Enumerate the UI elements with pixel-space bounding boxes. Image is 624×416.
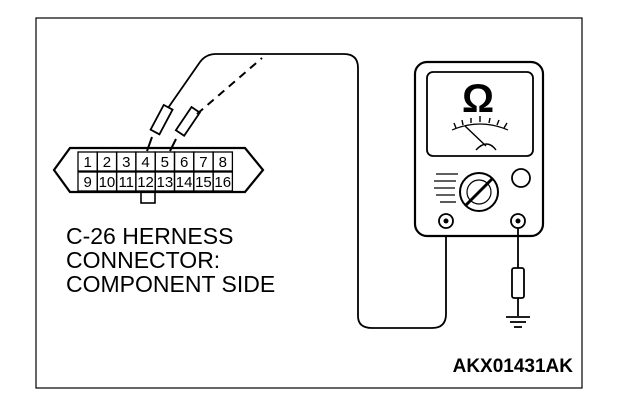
connector-pin-bottom-16: 16 [214, 174, 231, 191]
range-selector-scale [434, 173, 458, 203]
connector-pin-bottom-13: 13 [157, 174, 174, 191]
ground-symbol-icon [506, 316, 530, 328]
connector-pin-top-2: 2 [103, 154, 111, 171]
connector-caption-line-1: C-26 HERNESS [66, 223, 233, 249]
connector-latch [140, 191, 156, 204]
connector-pin-bottom-cell-16 [212, 171, 234, 192]
connector-pin-bottom-14: 14 [176, 174, 193, 191]
connector-pin-top-cell-8 [212, 151, 234, 172]
connector-pin-top-3: 3 [122, 154, 130, 171]
connector-pin-bottom-15: 15 [195, 174, 212, 191]
connector-pin-bottom-10: 10 [99, 174, 116, 191]
range-selector-inner [466, 179, 492, 205]
lead-wire-dashed [196, 57, 263, 115]
ground-lead [506, 228, 530, 328]
terminal-right-center [515, 218, 521, 224]
probe-solid-tip [146, 136, 153, 152]
probe-solid-body [149, 103, 174, 136]
connector-pin-bottom-12: 12 [137, 174, 154, 191]
probe-solid [146, 103, 174, 152]
meter-scale-ticks [453, 116, 508, 129]
probe-dashed-body [174, 105, 202, 138]
meter-needle-pivot [475, 143, 497, 151]
connector-pin-top-1: 1 [83, 154, 91, 171]
connector-pin-top-6: 6 [180, 154, 188, 171]
range-selector-pointer [464, 176, 495, 207]
range-selector [434, 172, 499, 212]
probe-dashed [169, 105, 202, 152]
connector-housing [52, 146, 265, 194]
zero-adjust-knob [511, 168, 531, 188]
meter-needle [464, 125, 487, 147]
connector-pin-bottom-11: 11 [118, 174, 134, 191]
terminal-left-center [443, 218, 449, 224]
connector-pin-top-5: 5 [161, 154, 169, 171]
probe-dashed-tip [169, 138, 177, 152]
ohm-symbol: Ω [462, 77, 494, 121]
figure-frame [35, 17, 583, 389]
connector-caption-line-2: CONNECTOR: [66, 247, 220, 273]
connector-pin-top-7: 7 [199, 154, 207, 171]
lead-wire-solid [167, 53, 447, 329]
connector-caption-line-3: COMPONENT SIDE [66, 271, 275, 297]
connector-pin-top-4: 4 [141, 154, 149, 171]
meter-scale-arc [451, 123, 509, 131]
connector-pin-top-8: 8 [219, 154, 227, 171]
connector-pin-bottom-9: 9 [83, 174, 91, 191]
meter-display [426, 71, 534, 157]
figure-code: AKX01431AK [453, 356, 574, 377]
ohmmeter: Ω [413, 60, 545, 238]
ground-probe-body [511, 267, 525, 299]
connector-caption: C-26 HERNESS CONNECTOR: COMPONENT SIDE [66, 223, 275, 297]
